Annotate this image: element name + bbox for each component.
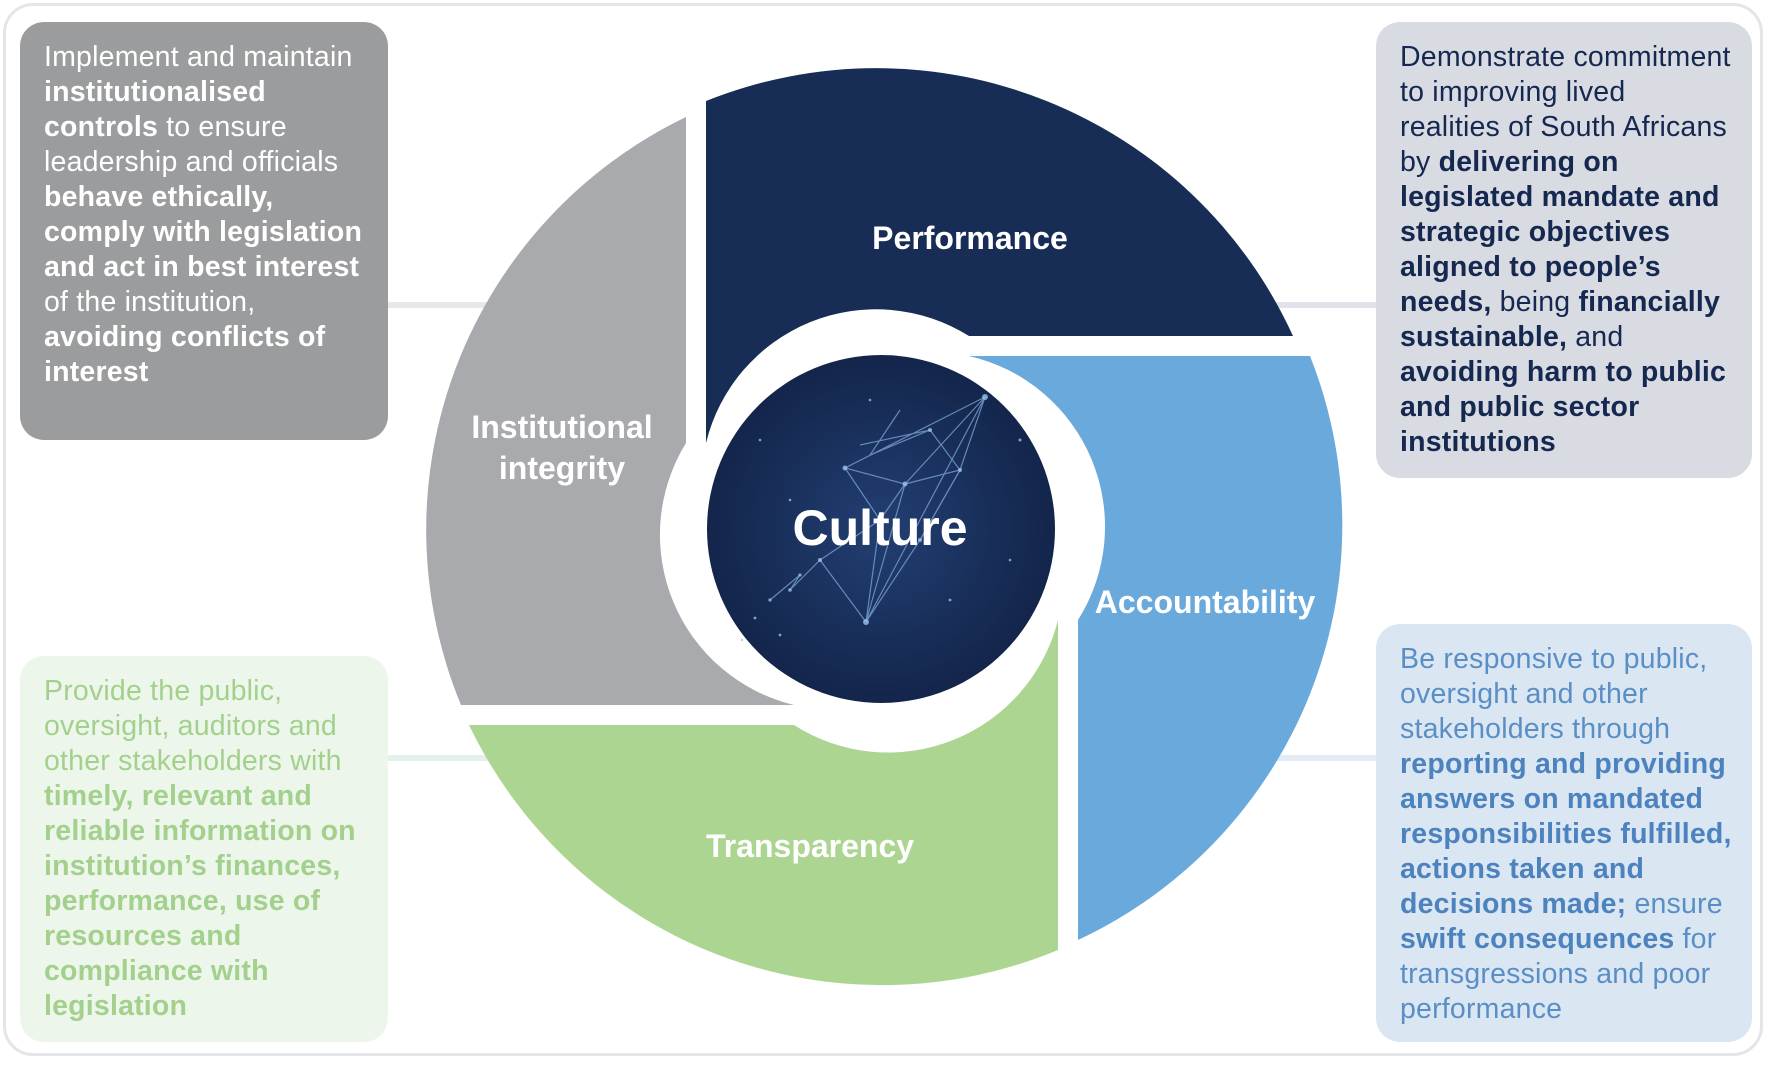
segment-label-performance: Performance <box>872 220 1068 256</box>
accountability-text-1: Be responsive to public, oversight and o… <box>1400 643 1708 745</box>
accountability-bold-1: reporting and providing answers on manda… <box>1400 748 1732 920</box>
segment-label-integrity: Institutional integrity <box>452 407 672 489</box>
center-label-culture: Culture <box>792 500 968 556</box>
segment-label-integrity-line1: Institutional <box>471 409 653 445</box>
integrity-text-1: Implement and maintain <box>44 41 353 73</box>
segment-integrity <box>426 117 794 705</box>
integrity-description-box: Implement and maintain institutionalised… <box>20 22 388 440</box>
performance-description-box: Demonstrate commitment to improving live… <box>1376 22 1752 478</box>
center-circle <box>707 355 1055 703</box>
performance-bold-1: delivering on legislated mandate and str… <box>1400 146 1720 318</box>
transparency-text-1: Provide the public, oversight, auditors … <box>44 675 342 777</box>
accountability-text-3: for transgressions and poor performance <box>1400 923 1717 1025</box>
accountability-description-box: Be responsive to public, oversight and o… <box>1376 624 1752 1042</box>
accountability-text-2: ensure <box>1626 888 1723 920</box>
performance-bold-3: avoiding harm to public and public secto… <box>1400 356 1727 458</box>
particle-dots <box>740 394 1022 642</box>
performance-text-3: and <box>1567 321 1624 353</box>
accountability-bold-2: swift consequences <box>1400 923 1675 955</box>
performance-text-2: being <box>1491 286 1579 318</box>
transparency-description-box: Provide the public, oversight, auditors … <box>20 656 388 1042</box>
integrity-bold-2: behave ethically, comply with legislatio… <box>44 181 363 283</box>
performance-text-1: Demonstrate commitment to improving live… <box>1400 41 1731 178</box>
integrity-text-3: of the institution, <box>44 286 256 318</box>
segment-label-accountability: Accountability <box>1094 584 1316 620</box>
integrity-bold-1: institutionalised controls <box>44 76 266 143</box>
performance-bold-2: financially sustainable, <box>1400 286 1721 353</box>
integrity-bold-3: avoiding conflicts of interest <box>44 321 326 388</box>
transparency-bold-1: timely, relevant and reliable informatio… <box>44 780 356 1022</box>
segment-performance <box>706 68 1293 444</box>
integrity-text-2: to ensure leadership and officials <box>44 111 339 178</box>
segment-transparency <box>469 620 1058 986</box>
diagram-frame <box>3 3 1763 1056</box>
segment-accountability <box>969 356 1343 940</box>
segment-label-transparency: Transparency <box>705 828 915 864</box>
segment-label-integrity-line2: integrity <box>498 450 626 486</box>
